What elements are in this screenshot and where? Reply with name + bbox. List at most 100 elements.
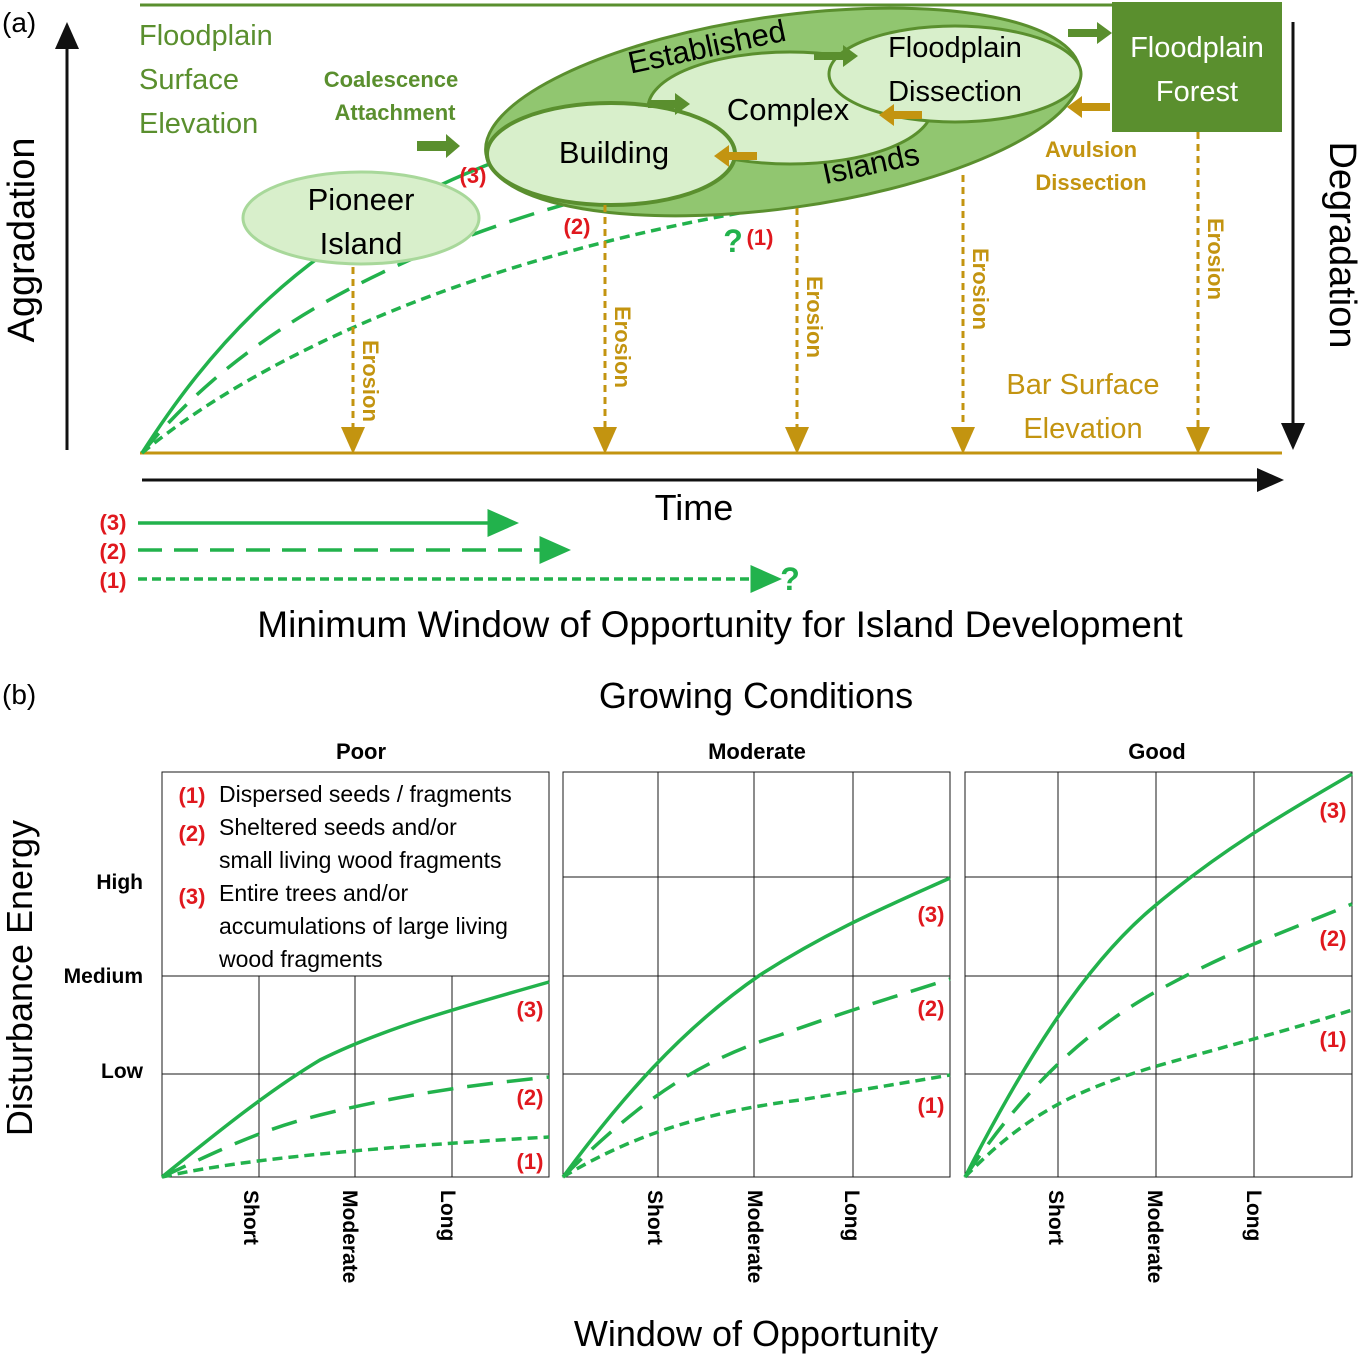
window-marker-3: (3) xyxy=(100,510,127,535)
energy-medium-label: Medium xyxy=(64,965,143,988)
avulsion-dissection-text: Dissection xyxy=(1035,170,1146,195)
panel-a: (a) Aggradation Degradation Time Floodpl… xyxy=(1,2,1360,645)
subplot-marker-1: (1) xyxy=(517,1149,544,1174)
avulsion-text: Avulsion xyxy=(1045,137,1137,162)
panel-title-good: Good xyxy=(1128,739,1185,764)
curve-2-long-dash xyxy=(161,1075,550,1179)
subplot-marker-1: (1) xyxy=(1320,1027,1347,1052)
curve-3-solid xyxy=(160,980,550,1179)
marker-3-curve: (3) xyxy=(460,163,487,188)
growing-conditions-title: Growing Conditions xyxy=(599,675,913,716)
curve-1-short-dash xyxy=(963,1008,1353,1179)
legend-text-1: Dispersed seeds / fragments xyxy=(219,781,512,807)
building-text: Building xyxy=(559,135,669,170)
legend-text-3a: Entire trees and/or xyxy=(219,880,409,906)
legend-text-3c: wood fragments xyxy=(218,946,383,972)
bar-surface-text-2: Elevation xyxy=(1023,413,1142,445)
subplot-marker-3: (3) xyxy=(517,997,544,1022)
stage-back-arrow-icon xyxy=(714,145,757,167)
tick-long: Long xyxy=(1242,1190,1265,1241)
energy-high-label: High xyxy=(96,871,143,894)
subplot-marker-2: (2) xyxy=(918,996,945,1021)
coalescence-arrow-icon xyxy=(417,134,460,158)
legend-marker-2: (2) xyxy=(179,821,206,846)
floodplain-surface-text-2: Surface xyxy=(139,64,239,96)
stage-back-arrow-icon xyxy=(879,104,922,126)
pioneer-text: Pioneer xyxy=(308,182,415,217)
legend-marker-3: (3) xyxy=(179,884,206,909)
tick-long: Long xyxy=(436,1190,459,1241)
subplot-marker-3: (3) xyxy=(1320,798,1347,823)
floodplain-surface-text-1: Floodplain xyxy=(139,20,273,52)
subplot-marker-2: (2) xyxy=(1320,926,1347,951)
floodplain-forest-box xyxy=(1112,2,1282,132)
pioneer-island-ellipse xyxy=(241,170,481,266)
forest-text-1: Floodplain xyxy=(1130,32,1264,64)
legend-text-3b: accumulations of large living xyxy=(219,913,508,939)
window-title: Minimum Window of Opportunity for Island… xyxy=(257,604,1183,645)
window-marker-1: (1) xyxy=(100,568,127,593)
curve-1-short-dash xyxy=(161,1135,550,1179)
subplot-frame xyxy=(964,771,1353,1178)
subplot-frame xyxy=(562,771,951,1178)
subplot-good: (3) (2) (1) xyxy=(963,771,1353,1179)
stage-back-arrow-icon xyxy=(1067,96,1110,118)
dissection-text-2: Dissection xyxy=(888,76,1022,108)
subplot-marker-1: (1) xyxy=(918,1093,945,1118)
curve-1-short-dash xyxy=(140,210,746,455)
tick-short: Short xyxy=(1044,1190,1067,1245)
panel-title-moderate: Moderate xyxy=(708,739,806,764)
window-tick-labels: Short Moderate Long Short Moderate Long … xyxy=(239,1190,1265,1283)
island-text: Island xyxy=(320,226,403,261)
curve-2-long-dash xyxy=(963,902,1353,1178)
subplot-poor: (3) (2) (1) (1) Dispersed seeds / fragme… xyxy=(160,771,550,1179)
bar-surface-text-1: Bar Surface xyxy=(1006,369,1159,401)
erosion-label: Erosion xyxy=(610,306,635,388)
legend-text-2b: small living wood fragments xyxy=(219,847,502,873)
window-of-opportunity-label: Window of Opportunity xyxy=(574,1313,938,1354)
tick-long: Long xyxy=(840,1190,863,1241)
legend: (1) Dispersed seeds / fragments (2) Shel… xyxy=(179,781,512,972)
energy-low-label: Low xyxy=(101,1060,144,1083)
window-marker-2: (2) xyxy=(100,539,127,564)
curve-2-long-dash xyxy=(561,977,951,1179)
tick-moderate: Moderate xyxy=(338,1190,361,1283)
window-question-mark: ? xyxy=(780,561,800,597)
degradation-label: Degradation xyxy=(1321,141,1360,348)
time-label: Time xyxy=(655,487,734,528)
tick-moderate: Moderate xyxy=(743,1190,766,1283)
curve-3-solid xyxy=(963,772,1353,1178)
erosion-label: Erosion xyxy=(968,248,993,330)
stage-forward-arrow-icon xyxy=(1068,22,1112,44)
curve-2-long-dash xyxy=(140,198,581,455)
coalescence-text: Coalescence xyxy=(324,67,459,92)
floodplain-dissection-ellipse xyxy=(827,24,1083,124)
stage-forward-arrow-icon xyxy=(814,45,858,67)
stage-forward-arrow-icon xyxy=(648,93,690,115)
question-mark-curve: ? xyxy=(723,223,743,259)
panel-a-label: (a) xyxy=(2,7,36,38)
tick-short: Short xyxy=(239,1190,262,1245)
subplot-moderate: (3) (2) (1) xyxy=(561,771,951,1179)
attachment-text: Attachment xyxy=(334,100,456,125)
marker-2-curve: (2) xyxy=(564,214,591,239)
legend-text-2a: Sheltered seeds and/or xyxy=(219,814,457,840)
floodplain-surface-text-3: Elevation xyxy=(139,108,258,140)
legend-marker-1: (1) xyxy=(179,783,206,808)
complex-text: Complex xyxy=(727,92,850,127)
curve-1-short-dash xyxy=(562,1073,951,1179)
panel-title-poor: Poor xyxy=(336,739,387,764)
tick-moderate: Moderate xyxy=(1143,1190,1166,1283)
curve-3-solid xyxy=(561,876,951,1179)
erosion-label: Erosion xyxy=(1203,218,1228,300)
subplot-marker-3: (3) xyxy=(918,902,945,927)
tick-short: Short xyxy=(643,1190,666,1245)
disturbance-energy-label: Disturbance Energy xyxy=(0,820,40,1136)
subplot-marker-2: (2) xyxy=(517,1085,544,1110)
panel-b-label: (b) xyxy=(2,679,36,710)
dissection-text-1: Floodplain xyxy=(888,32,1022,64)
panel-b: (b) Growing Conditions Disturbance Energ… xyxy=(0,675,1353,1354)
marker-1-curve: (1) xyxy=(747,225,774,250)
forest-text-2: Forest xyxy=(1156,76,1238,108)
